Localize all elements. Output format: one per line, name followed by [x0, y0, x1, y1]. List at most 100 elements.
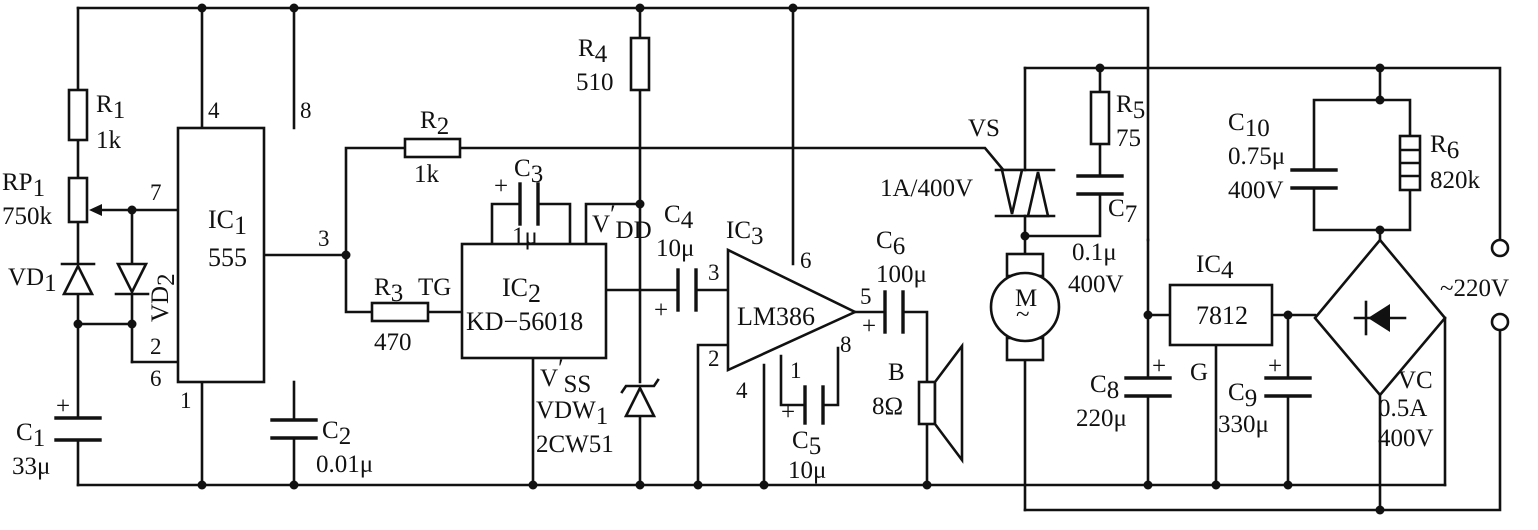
c6-value: 100μ — [876, 261, 927, 288]
r4-value: 510 — [576, 69, 614, 96]
junction-dot — [693, 480, 703, 490]
c8-label: C8 — [1090, 371, 1119, 404]
ic2-chip-body — [460, 242, 608, 360]
junction-dot — [1283, 480, 1293, 490]
vs-triac — [994, 168, 1056, 218]
motor-tilde: ~ — [1016, 301, 1030, 328]
junction-dot — [1283, 310, 1293, 320]
ic3-amplifier-body — [726, 247, 859, 373]
ic3-label: IC3 — [726, 217, 764, 250]
ic3-pin-2: 2 — [708, 346, 720, 371]
ic1-pin-3: 3 — [318, 226, 330, 251]
ic1-pin-7: 7 — [150, 180, 162, 205]
c6-label: C6 — [876, 227, 905, 260]
junction-dot — [1095, 63, 1105, 73]
ic3-pin-5: 5 — [860, 284, 872, 309]
ic4-regulator-body — [1168, 283, 1274, 347]
r5-value: 75 — [1116, 125, 1141, 152]
vc-value-1: 0.5A — [1378, 395, 1427, 422]
speaker-icon — [917, 342, 964, 464]
rp1-wiper-arrow — [89, 204, 102, 216]
wire-c5-left — [779, 354, 807, 407]
c2-label: C2 — [322, 417, 351, 450]
ic1-label: IC1 — [208, 205, 247, 240]
junction-dot — [635, 199, 645, 209]
r1-label: R1 — [96, 91, 125, 124]
top-rail-wire — [76, 6, 1150, 242]
vd1-diode — [60, 262, 96, 296]
c3-label: C3 — [514, 155, 543, 188]
r2-resistor-body — [403, 137, 462, 159]
rp1-potentiometer-body — [67, 176, 89, 224]
junction-dot — [1375, 63, 1385, 73]
c7-value-1: 0.1μ — [1072, 239, 1117, 266]
vc-bridge-rectifier — [1313, 237, 1447, 398]
ic3-pin-1: 1 — [790, 358, 802, 383]
r4-label: R4 — [578, 35, 608, 68]
vdw1-type: 2CW51 — [536, 431, 614, 458]
r6-value: 820k — [1430, 167, 1481, 194]
c1-label: C1 — [16, 419, 45, 452]
ic3-pin-8: 8 — [840, 332, 852, 357]
junction-dot — [1375, 505, 1385, 515]
r2-label: R2 — [420, 107, 449, 140]
ic3-type: LM386 — [737, 302, 815, 331]
wire-c3-right — [536, 202, 572, 246]
c3-value: 1μ — [512, 223, 538, 250]
junction-dot — [289, 480, 299, 490]
r3-value: 470 — [374, 329, 412, 356]
junction-dot — [197, 3, 207, 13]
c1-value: 33μ — [12, 453, 50, 480]
r5-resistor-body — [1089, 90, 1111, 146]
junction-dot — [759, 480, 769, 490]
ic3-pin-3: 3 — [708, 260, 720, 285]
junction-dot — [1211, 480, 1221, 490]
tg-label: TG — [418, 274, 451, 301]
ic4-label: IC4 — [1196, 251, 1234, 284]
rp1-label: RP1 — [2, 169, 45, 202]
junction-dot — [197, 480, 207, 490]
junction-dot — [289, 3, 299, 13]
junction-dot — [1375, 225, 1385, 235]
ic1-pin-4: 4 — [208, 98, 220, 123]
vd1-label: VD1 — [8, 264, 57, 297]
c5-plus: + — [781, 399, 795, 426]
r1-resistor-body — [67, 88, 89, 142]
vd2-diode — [114, 262, 150, 296]
wire-mains-top — [1023, 66, 1502, 242]
vdw1-zener-diode — [620, 378, 660, 418]
junction-dot — [1143, 310, 1153, 320]
c4-label: C4 — [664, 201, 694, 234]
vdw1-label: VDW1 — [536, 397, 608, 430]
c8-plus: + — [1152, 353, 1166, 380]
c4-plus: + — [654, 297, 668, 324]
mains-terminal-top — [1490, 238, 1510, 258]
wire-c3-left — [490, 202, 522, 246]
wire-ic3-pin2 — [696, 343, 730, 487]
junction-dot — [341, 250, 351, 260]
ic2-label: IC2 — [502, 273, 541, 308]
c1-plus: + — [56, 393, 70, 420]
junction-dot — [635, 480, 645, 490]
c5-label: C5 — [792, 427, 821, 460]
wire-c5-right — [821, 346, 840, 407]
c3-plus: + — [494, 173, 508, 200]
junction-dot — [127, 319, 137, 329]
wire-mains-bottom — [1023, 328, 1502, 512]
vd2-label: VD2 — [147, 273, 180, 322]
vdd-label: V′DD — [592, 201, 652, 244]
junction-dot — [528, 480, 538, 490]
c5-value: 10μ — [788, 457, 826, 484]
vs-value: 1A/400V — [880, 175, 973, 202]
ic1-pin-8: 8 — [300, 98, 312, 123]
rp1-value: 750k — [2, 203, 53, 230]
wire-to-r2 — [344, 146, 407, 257]
junction-dot — [922, 480, 932, 490]
junction-dot — [635, 3, 645, 13]
r1-value: 1k — [96, 127, 122, 154]
c9-capacitor — [1264, 376, 1312, 398]
motor-icon — [989, 252, 1061, 362]
wire-c10r6-bottombar — [1312, 186, 1412, 232]
ic4-ground-pin: G — [1190, 359, 1208, 386]
